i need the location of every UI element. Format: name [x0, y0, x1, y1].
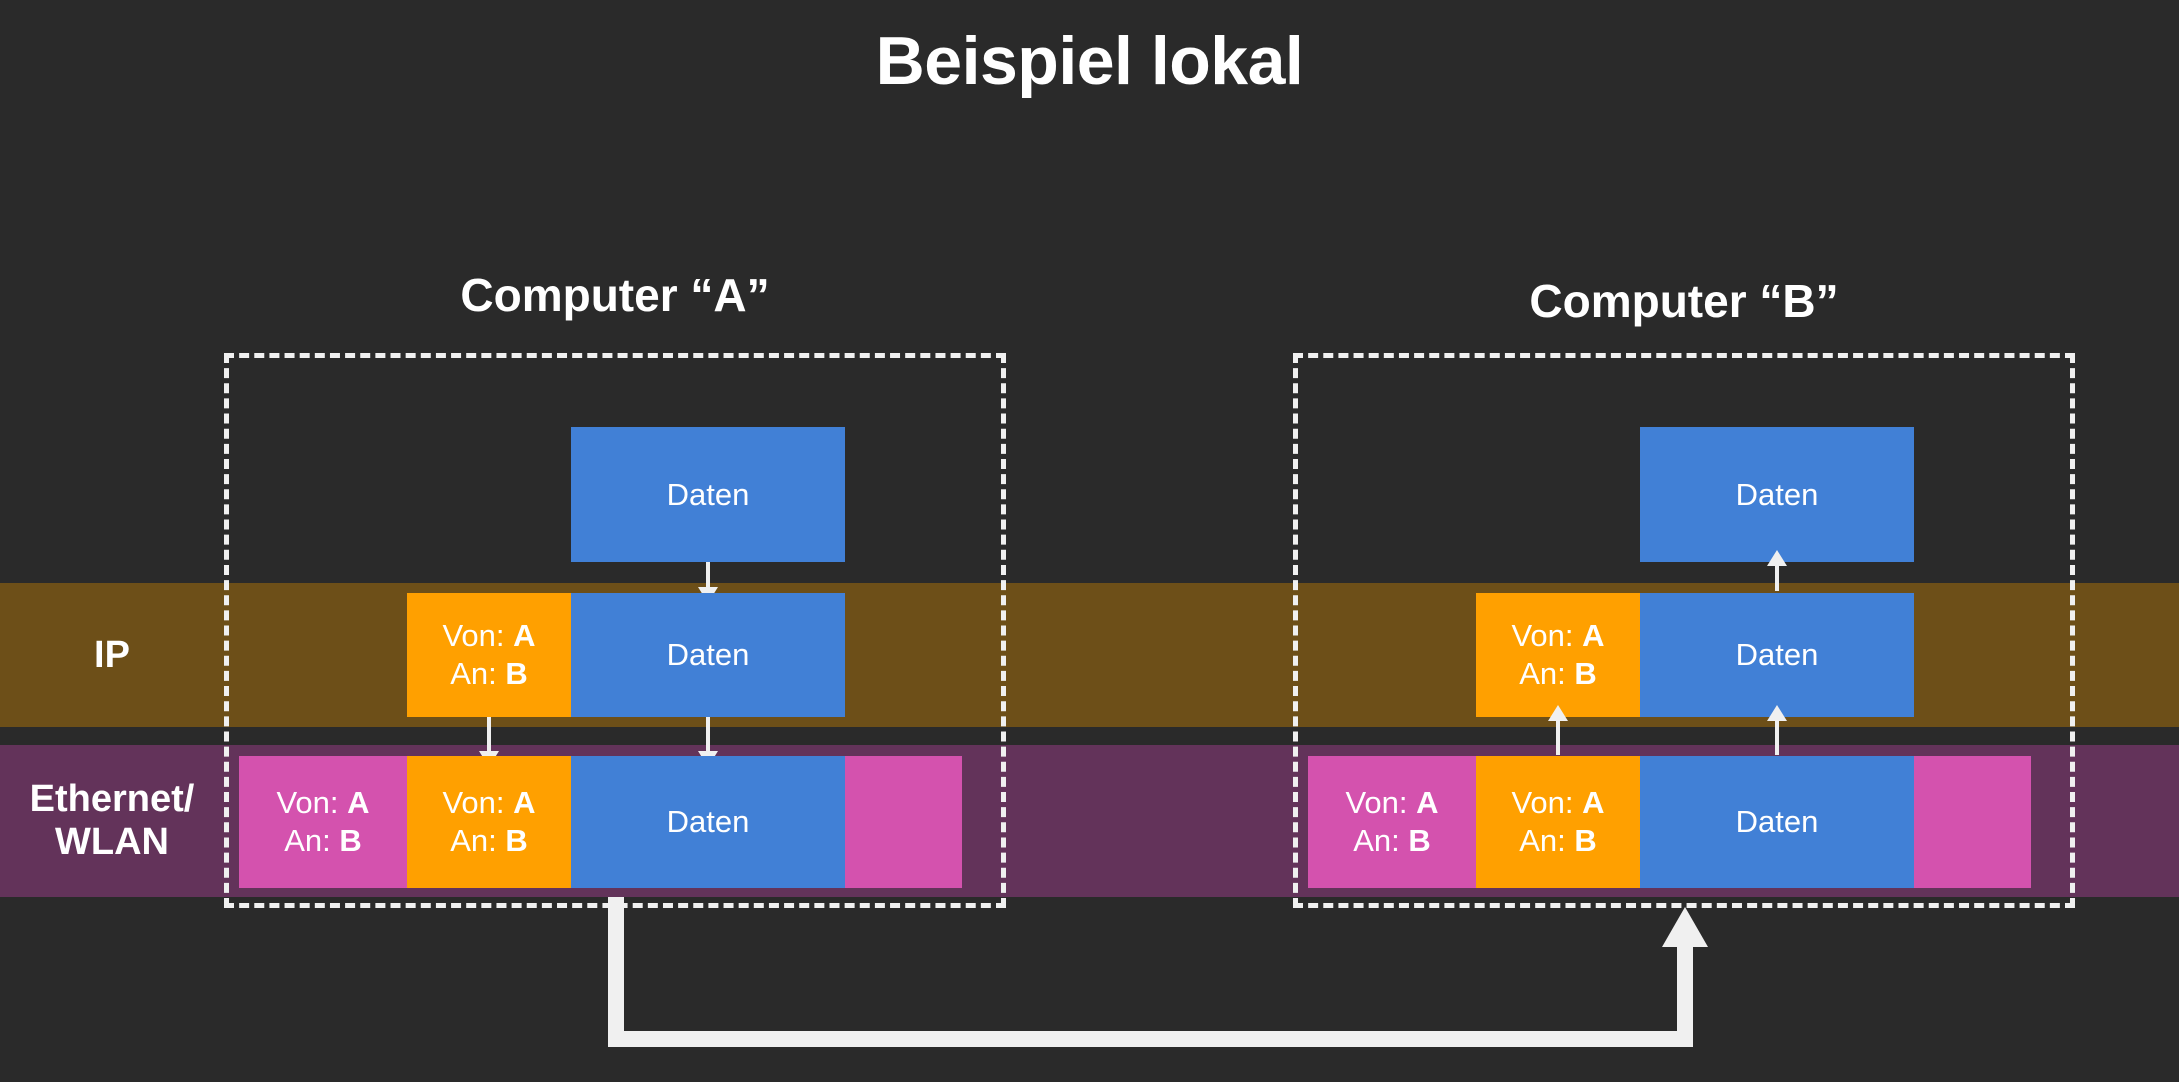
machine-b-eth-ip-to-value: B: [1574, 823, 1597, 858]
machine-b-eth-header-text: Von: A An: B: [1345, 784, 1438, 860]
machine-b-eth-trailer-cell: [1914, 756, 2031, 888]
machine-a-ip-data-cell: Daten: [571, 593, 845, 717]
machine-a-eth-ip-to-value: B: [505, 823, 528, 858]
machine-b-app-data-cell: Daten: [1640, 427, 1914, 562]
machine-b-app-data-label: Daten: [1735, 476, 1819, 512]
network-link-vertical-from-a: [608, 897, 624, 1047]
machine-a-eth-header-cell: Von: A An: B: [239, 756, 407, 888]
machine-b-label: Computer “B”: [1529, 275, 1839, 327]
ethernet-layer-label: Ethernet/ WLAN: [0, 745, 224, 897]
ethernet-layer-label-line1: Ethernet/: [29, 778, 195, 821]
machine-a-app-data-label: Daten: [666, 476, 750, 512]
machine-b-eth-to-value: B: [1408, 823, 1431, 858]
machine-a-eth-from-value: A: [347, 785, 370, 821]
machine-b-eth-to-prefix: An:: [1353, 823, 1400, 858]
machine-b-ip-data-label: Daten: [1735, 637, 1819, 673]
machine-b-eth-header-cell: Von: A An: B: [1308, 756, 1476, 888]
machine-b-ip-to-prefix: An:: [1519, 656, 1566, 691]
machine-a-label: Computer “A”: [460, 269, 770, 321]
machine-b-ip-from-prefix: Von:: [1511, 618, 1574, 654]
machine-a-eth-data-cell: Daten: [571, 756, 845, 888]
machine-b-boundary: [1293, 353, 2075, 908]
machine-a-eth-ip-header-cell: Von: A An: B: [407, 756, 571, 888]
machine-b-ip-from-value: A: [1582, 618, 1605, 654]
machine-a-eth-ip-from-value: A: [513, 785, 536, 821]
machine-a-ip-from-prefix: Von:: [442, 618, 505, 654]
network-link-arrowhead-icon: [1662, 907, 1708, 947]
machine-a-eth-ip-from-prefix: Von:: [442, 785, 505, 821]
machine-b-ip-header-cell: Von: A An: B: [1476, 593, 1640, 717]
network-link-vertical-to-b: [1677, 940, 1693, 1047]
machine-a-ip-header-cell: Von: A An: B: [407, 593, 571, 717]
machine-a-ip-to-prefix: An:: [450, 656, 497, 691]
machine-b-ip-to-value: B: [1574, 656, 1597, 691]
machine-a-eth-ip-header-text: Von: A An: B: [442, 784, 535, 860]
machine-b-eth-ip-to-prefix: An:: [1519, 823, 1566, 858]
machine-b-eth-data-label: Daten: [1735, 804, 1819, 840]
machine-a-eth-ip-to-prefix: An:: [450, 823, 497, 858]
ip-layer-label-text: IP: [94, 633, 130, 676]
machine-b-ip-header-text: Von: A An: B: [1511, 617, 1604, 693]
machine-b-ip-data-cell: Daten: [1640, 593, 1914, 717]
machine-b-eth-ip-header-cell: Von: A An: B: [1476, 756, 1640, 888]
network-link-horizontal: [608, 1031, 1693, 1047]
machine-b-eth-from-value: A: [1416, 785, 1439, 821]
machine-b-eth-data-cell: Daten: [1640, 756, 1914, 888]
ethernet-layer-label-line2: WLAN: [55, 821, 169, 863]
machine-b-eth-ip-from-prefix: Von:: [1511, 785, 1574, 821]
machine-a-ip-data-label: Daten: [666, 637, 750, 673]
machine-a-ip-from-value: A: [513, 618, 536, 654]
machine-a-eth-to-prefix: An:: [284, 823, 331, 858]
machine-a-eth-from-prefix: Von:: [276, 785, 339, 821]
machine-a-app-data-cell: Daten: [571, 427, 845, 562]
machine-b-eth-from-prefix: Von:: [1345, 785, 1408, 821]
machine-a-eth-header-text: Von: A An: B: [276, 784, 369, 860]
ip-layer-label: IP: [0, 583, 224, 727]
machine-b-eth-ip-header-text: Von: A An: B: [1511, 784, 1604, 860]
machine-a-eth-to-value: B: [339, 823, 362, 858]
machine-a-eth-data-label: Daten: [666, 804, 750, 840]
machine-a-ip-header-text: Von: A An: B: [442, 617, 535, 693]
machine-a-eth-trailer-cell: [845, 756, 962, 888]
machine-b-eth-ip-from-value: A: [1582, 785, 1605, 821]
machine-a-ip-to-value: B: [505, 656, 528, 691]
page-title: Beispiel lokal: [875, 23, 1304, 99]
